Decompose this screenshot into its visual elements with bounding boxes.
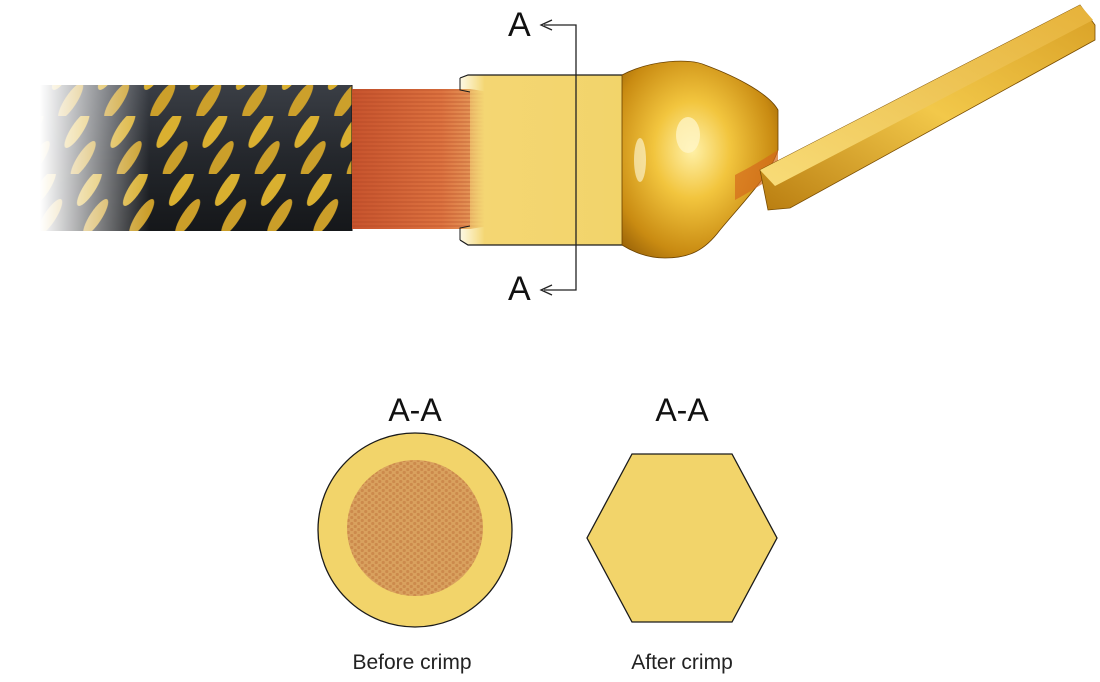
after-crimp-title: A-A bbox=[655, 392, 709, 428]
ferrule-crimp-bulge bbox=[621, 60, 779, 259]
ferrule-barrel bbox=[459, 74, 625, 246]
before-crimp-title: A-A bbox=[388, 392, 442, 428]
section-cut-line bbox=[539, 19, 577, 296]
after-crimp-caption: After crimp bbox=[631, 651, 733, 674]
section-marker-bottom: A bbox=[508, 270, 531, 308]
before-crimp-section bbox=[317, 432, 513, 628]
terminal-tab bbox=[759, 4, 1096, 211]
before-crimp-caption: Before crimp bbox=[352, 651, 472, 674]
cable-jacket bbox=[40, 85, 353, 231]
after-crimp-section bbox=[586, 453, 778, 623]
section-marker-top: A bbox=[508, 6, 531, 44]
